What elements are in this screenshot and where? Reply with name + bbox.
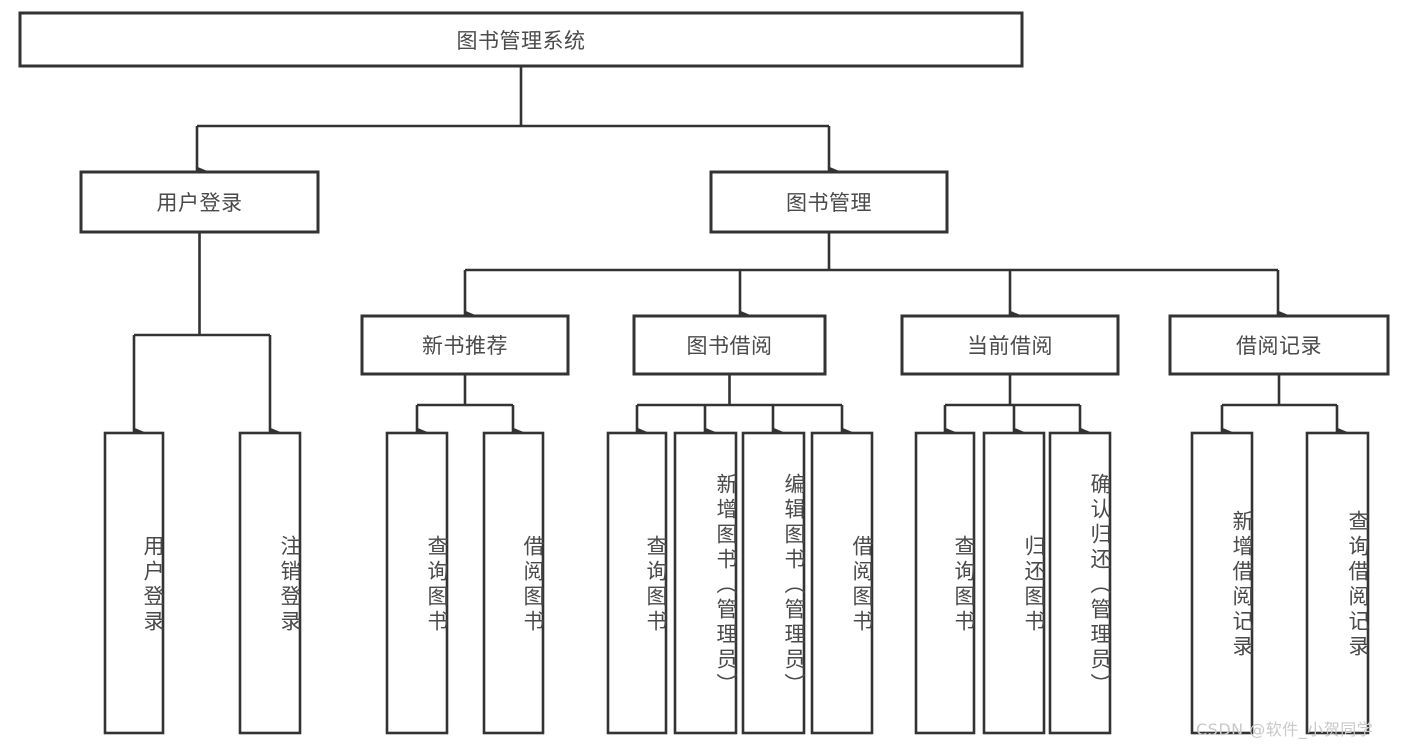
node-box-current-borrow xyxy=(900,314,1120,376)
node-box-leaf-query-book-1 xyxy=(385,431,449,735)
node-box-borrow-record xyxy=(1168,314,1390,376)
node-boxes xyxy=(18,11,1390,735)
node-box-user-login xyxy=(79,170,320,234)
csdn-watermark: CSDN @软件_小贺同学 xyxy=(1196,720,1374,739)
node-box-book-borrow xyxy=(632,314,827,376)
node-box-leaf-user-login xyxy=(103,431,165,735)
node-box-root xyxy=(18,11,1024,68)
connector-lines xyxy=(132,66,1348,437)
node-box-book-manage xyxy=(709,170,949,234)
node-box-leaf-add-book xyxy=(673,431,738,735)
node-box-leaf-return-book xyxy=(982,431,1046,735)
node-box-leaf-query-book-2 xyxy=(606,431,668,735)
node-box-leaf-query-book-3 xyxy=(914,431,976,735)
node-box-leaf-edit-book xyxy=(741,431,806,735)
node-box-leaf-logout xyxy=(238,431,302,735)
node-box-leaf-confirm-return xyxy=(1048,431,1112,735)
node-box-leaf-query-record xyxy=(1305,431,1370,735)
node-box-leaf-borrow-book-1 xyxy=(482,431,545,735)
node-box-leaf-borrow-book-2 xyxy=(810,431,874,735)
node-box-leaf-add-record xyxy=(1190,431,1254,735)
node-box-new-book-rec xyxy=(360,314,570,376)
